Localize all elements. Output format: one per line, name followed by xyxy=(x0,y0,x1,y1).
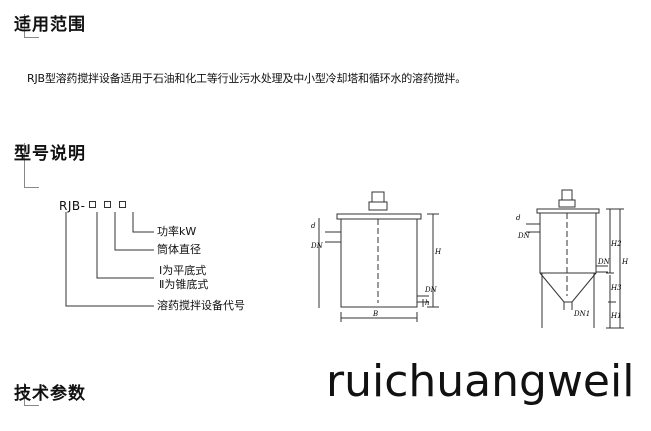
placeholder-box xyxy=(89,201,97,208)
label-code: 溶药搅拌设备代号 xyxy=(157,299,245,312)
dim-label: DN xyxy=(424,286,438,294)
label-diameter: 筒体直径 xyxy=(157,243,201,256)
dim-label: B xyxy=(372,310,378,318)
heading-bracket xyxy=(24,143,39,188)
watermark-text: ruichuangweil xyxy=(326,356,635,407)
dim-label: DN xyxy=(597,258,611,266)
model-code-prefix: RJB xyxy=(59,199,81,213)
dim-label: H xyxy=(621,258,629,266)
dim-label: H2 xyxy=(610,240,622,248)
label-type-cone: Ⅱ为锥底式 xyxy=(159,278,209,291)
model-code-tree xyxy=(65,212,154,307)
placeholder-box xyxy=(104,201,112,208)
dim-label: H1 xyxy=(610,312,622,320)
dim-label: d xyxy=(516,214,521,222)
cone-bottom-tank-diagram: d DN H2 H DN H3 H1 DN1 xyxy=(516,189,629,329)
section-title-tech: 技术参数 xyxy=(14,384,86,404)
dim-label: DN1 xyxy=(573,310,590,318)
dim-label: H xyxy=(434,248,442,256)
dim-label: H3 xyxy=(610,284,622,292)
heading-bracket xyxy=(24,383,39,406)
model-code: RJB- xyxy=(59,199,130,213)
dim-label: h xyxy=(425,299,430,307)
section-title-model: 型号说明 xyxy=(14,144,86,164)
dim-label: DN xyxy=(517,232,531,240)
heading-bracket xyxy=(24,14,39,38)
label-type-flat: Ⅰ为平底式 xyxy=(159,264,207,277)
section-title-scope: 适用范围 xyxy=(14,15,86,35)
scope-paragraph: RJB型溶药搅拌设备适用于石油和化工等行业污水处理及中小型冷却塔和循环水的溶药搅… xyxy=(27,72,467,85)
model-code-dash: - xyxy=(80,199,86,213)
label-power: 功率kW xyxy=(157,225,197,238)
dim-label: DN xyxy=(310,242,324,250)
placeholder-box xyxy=(119,201,127,208)
flat-bottom-tank-diagram: d DN H DN h B xyxy=(310,191,442,322)
dim-label: d xyxy=(311,222,316,230)
